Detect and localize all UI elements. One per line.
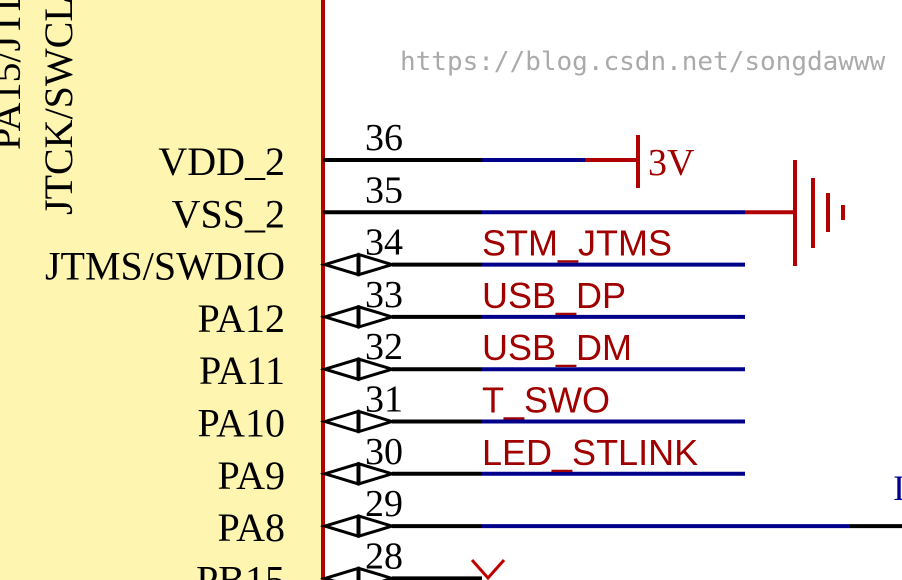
pin-30: PA9 30 LED_STLINK [218,431,745,498]
pin-name: PA12 [198,296,285,341]
pin-number: 29 [365,483,403,525]
watermark: https://blog.csdn.net/songdawww [400,47,886,77]
pin-number: 31 [365,379,403,421]
pin-28: PB15 28 [196,535,482,580]
bidirectional-port-icon [319,514,398,539]
bidirectional-port-icon [319,566,398,580]
pin-number: 32 [365,326,403,368]
pin-number: 36 [365,117,403,159]
net-label: LED_STLINK [482,432,698,473]
ground-symbol-icon [793,160,845,266]
pin-name: VDD_2 [158,139,285,184]
pin-32: PA11 32 USB_DM [199,326,745,393]
pin-name: PA9 [218,453,285,498]
pin-number: 30 [365,431,403,473]
net-label: STM_JTMS [482,223,672,264]
pin-number: 35 [365,169,403,211]
pin-36: VDD_2 36 [158,117,638,184]
power-label: 3V [648,142,695,184]
chip-body [0,0,322,580]
bidirectional-port-icon [319,357,398,382]
pin-number: 34 [365,222,403,264]
pin-name: PB15 [196,557,285,580]
pin-34: JTMS/SWDIO 34 STM_JTMS [45,222,745,289]
bidirectional-port-icon [319,461,398,486]
bidirectional-port-icon [319,304,398,329]
pin-name: JTMS/SWDIO [45,244,285,289]
net-label: USB_DP [482,275,626,316]
pin-31: PA10 31 T_SWO [198,379,745,446]
bidirectional-port-icon [319,409,398,434]
net-label: USB_DM [482,327,632,368]
rotated-pin-label: PA15/JTDI [0,0,29,150]
pin-35: VSS_2 35 [172,169,795,236]
net-label: T_SWO [482,380,610,421]
pin-33: PA12 33 USB_DP [198,274,745,341]
rotated-pin-label: JTCK/SWCLK [36,0,81,215]
pin-name: PA10 [198,401,285,446]
bidirectional-port-icon [319,252,398,277]
pin-number: 28 [365,535,403,577]
pin-name: PA11 [199,348,285,393]
pin-name: PA8 [218,505,285,550]
no-connect-mark-icon [470,559,506,580]
pin-number: 33 [365,274,403,316]
pin-29: PA8 29 [218,483,902,550]
pin-name: VSS_2 [172,191,285,236]
partial-label: I [893,468,902,508]
